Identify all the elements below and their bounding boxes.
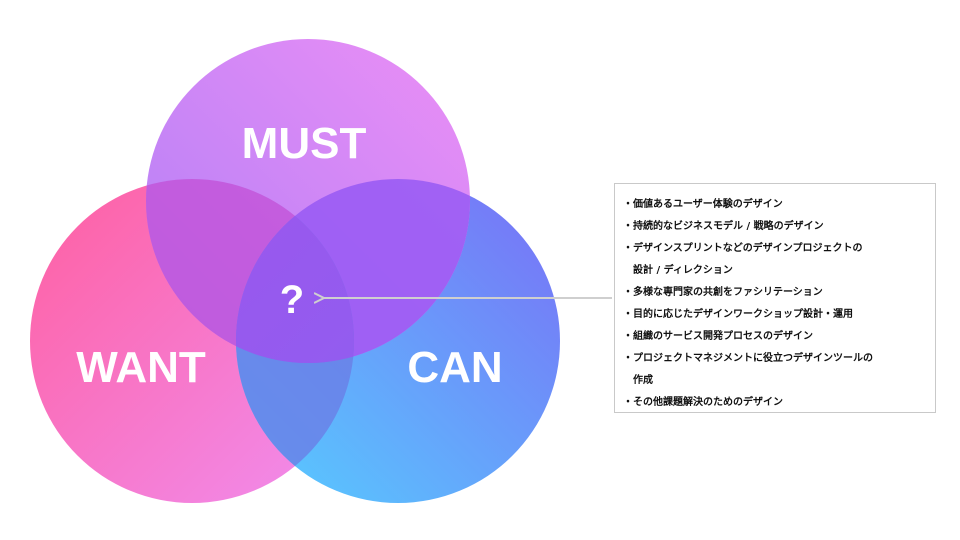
info-item-line: ・その他課題解決のためのデザイン bbox=[623, 397, 783, 408]
info-item: ・デザインスプリントなどのデザインプロジェクトの設計 / ディレクション bbox=[623, 238, 925, 282]
label-can: CAN bbox=[407, 343, 502, 392]
info-item: ・持続的なビジネスモデル / 戦略のデザイン bbox=[623, 216, 925, 238]
info-item-line: ・プロジェクトマネジメントに役立つデザインツールの bbox=[623, 353, 873, 364]
info-item: ・価値あるユーザー体験のデザイン bbox=[623, 194, 925, 216]
label-want: WANT bbox=[76, 343, 206, 392]
info-box: ・価値あるユーザー体験のデザイン・持続的なビジネスモデル / 戦略のデザイン・デ… bbox=[614, 183, 936, 413]
info-item: ・組織のサービス開発プロセスのデザイン bbox=[623, 326, 925, 348]
info-item-line: ・組織のサービス開発プロセスのデザイン bbox=[623, 331, 813, 342]
info-item: ・目的に応じたデザインワークショップ設計・運用 bbox=[623, 304, 925, 326]
info-item-line: ・持続的なビジネスモデル / 戦略のデザイン bbox=[623, 221, 824, 232]
label-must: MUST bbox=[242, 119, 367, 168]
info-item-line: ・目的に応じたデザインワークショップ設計・運用 bbox=[623, 309, 853, 320]
info-item: ・多様な専門家の共創をファシリテーション bbox=[623, 282, 925, 304]
info-item-line: ・多様な専門家の共創をファシリテーション bbox=[623, 287, 823, 298]
info-item: ・プロジェクトマネジメントに役立つデザインツールの作成 bbox=[623, 348, 925, 392]
info-list: ・価値あるユーザー体験のデザイン・持続的なビジネスモデル / 戦略のデザイン・デ… bbox=[623, 194, 925, 414]
info-item-line: 作成 bbox=[633, 375, 653, 386]
info-item: ・その他課題解決のためのデザイン bbox=[623, 392, 925, 414]
info-item-line: 設計 / ディレクション bbox=[633, 265, 733, 276]
label-center-question: ? bbox=[280, 278, 304, 322]
overlap-center bbox=[236, 179, 354, 363]
info-item-line: ・デザインスプリントなどのデザインプロジェクトの bbox=[623, 243, 863, 254]
info-item-line: ・価値あるユーザー体験のデザイン bbox=[623, 199, 783, 210]
